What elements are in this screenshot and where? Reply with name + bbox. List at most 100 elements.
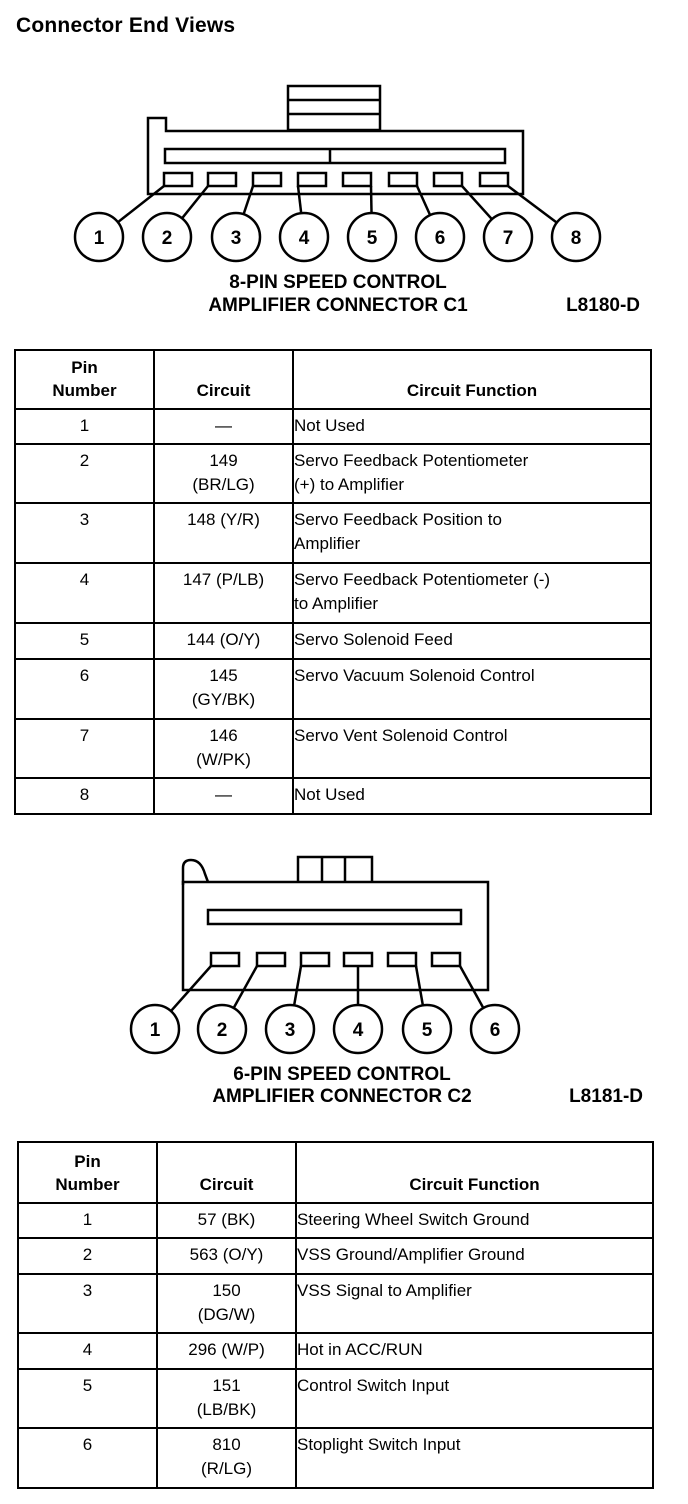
pin-callout-label: 7 — [503, 228, 514, 249]
pin-number-cell: 6 — [14, 658, 155, 720]
pin-leader-line — [507, 185, 558, 224]
circuit-cell: 145(GY/BK) — [153, 658, 294, 720]
pin-number-cell: 8 — [14, 777, 155, 815]
circuit-function-cell: Not Used — [292, 777, 652, 815]
pin-leader-line — [415, 185, 432, 216]
pin-leader-line — [181, 185, 209, 220]
circuit-function-cell: Not Used — [292, 408, 652, 445]
pin-slot — [296, 171, 328, 188]
circuit-cell: 148 (Y/R) — [153, 502, 294, 564]
pin-leader-line — [232, 965, 259, 1009]
pin-callout-circle — [141, 211, 193, 263]
pin-callout-label: 8 — [571, 228, 582, 249]
pin-callout-circle — [129, 1003, 181, 1055]
pin-callout-label: 2 — [162, 228, 173, 249]
connector-c2-caption-line1: 6-PIN SPEED CONTROL — [233, 1064, 451, 1085]
pin-number-cell: 5 — [14, 622, 155, 660]
pin-callout-label: 6 — [435, 228, 446, 249]
pin-number-header: Pin Number — [17, 1141, 158, 1204]
pin-callout-label: 5 — [367, 228, 378, 249]
circuit-function-cell: Servo Feedback Potentiometer (-)to Ampli… — [292, 562, 652, 624]
pin-slot — [387, 171, 419, 188]
circuit-function-cell: Hot in ACC/RUN — [295, 1332, 654, 1370]
connector-c1-caption-line2: AMPLIFIER CONNECTOR C1 — [208, 295, 468, 316]
pin-leader-line — [458, 965, 485, 1009]
circuit-function-cell: VSS Signal to Amplifier — [295, 1273, 654, 1334]
circuit-function-cell: Servo Feedback Potentiometer(+) to Ampli… — [292, 443, 652, 504]
pin-callout-label: 4 — [353, 1020, 364, 1041]
connector-c2-caption-line2: AMPLIFIER CONNECTOR C2 — [212, 1086, 471, 1107]
connector-c2-latch — [296, 855, 374, 882]
table-header-row: Pin Number Circuit Circuit Function — [17, 1141, 654, 1204]
circuit-function-cell: Servo Vacuum Solenoid Control — [292, 658, 652, 720]
circuit-cell: 147 (P/LB) — [153, 562, 294, 624]
pin-slot — [430, 951, 462, 968]
pin-number-cell: 2 — [17, 1237, 158, 1275]
circuit-cell: 149(BR/LG) — [153, 443, 294, 504]
pin-slot — [251, 171, 283, 188]
pin-callout-label: 2 — [217, 1020, 228, 1041]
pin-callout-circle — [332, 1003, 384, 1055]
pin-callout-label: 6 — [490, 1020, 501, 1041]
pin-leader-line — [292, 965, 303, 1006]
circuit-function-cell: Steering Wheel Switch Ground — [295, 1202, 654, 1239]
pin-callout-label: 3 — [285, 1020, 296, 1041]
pin-leader-line — [242, 185, 255, 215]
pin-number-cell: 5 — [17, 1368, 158, 1429]
pin-callout-label: 4 — [299, 228, 310, 249]
pin-leader-line — [117, 185, 165, 224]
circuit-function-cell: Stoplight Switch Input — [295, 1427, 654, 1489]
pin-callout-circle — [469, 1003, 521, 1055]
pin-number-cell: 2 — [14, 443, 155, 504]
pin-slot — [341, 171, 373, 188]
circuit-cell: 150(DG/W) — [156, 1273, 297, 1334]
pin-slot — [255, 951, 287, 968]
pin-slot — [299, 951, 331, 968]
circuit-cell: 144 (O/Y) — [153, 622, 294, 660]
pin-number-cell: 6 — [17, 1427, 158, 1489]
circuit-cell: — — [153, 777, 294, 815]
pin-slot — [206, 171, 238, 188]
circuit-header: Circuit — [156, 1141, 297, 1204]
connector-c2-body — [181, 880, 490, 992]
pin-callout-circle — [482, 211, 534, 263]
circuit-cell: 810(R/LG) — [156, 1427, 297, 1489]
circuit-function-cell: Servo Solenoid Feed — [292, 622, 652, 660]
pin-slot — [386, 951, 418, 968]
pin-callout-circle — [73, 211, 125, 263]
pin-number-cell: 1 — [17, 1202, 158, 1239]
connector-c2-ref: L8181-D — [569, 1086, 643, 1107]
circuit-header: Circuit — [153, 349, 294, 410]
pin-table-c1: Pin Number Circuit Circuit Function 1—No… — [14, 349, 652, 815]
pin-number-header: Pin Number — [14, 349, 155, 410]
connector-c1-caption-line1: 8-PIN SPEED CONTROL — [229, 272, 447, 293]
pin-number-cell: 4 — [14, 562, 155, 624]
pin-callout-circle — [196, 1003, 248, 1055]
pin-callout-circle — [346, 211, 398, 263]
pin-slot — [432, 171, 464, 188]
circuit-function-cell: Servo Vent Solenoid Control — [292, 718, 652, 779]
connector-c1-latch — [286, 84, 382, 132]
circuit-function-cell: Control Switch Input — [295, 1368, 654, 1429]
pin-leader-line — [414, 965, 425, 1006]
pin-callout-label: 1 — [150, 1020, 161, 1041]
pin-callout-circle — [278, 211, 330, 263]
pin-number-cell: 4 — [17, 1332, 158, 1370]
pin-leader-line — [369, 185, 373, 214]
circuit-cell: 296 (W/P) — [156, 1332, 297, 1370]
connector-c1-ref: L8180-D — [566, 295, 640, 316]
pin-slot — [162, 171, 194, 188]
circuit-cell: 57 (BK) — [156, 1202, 297, 1239]
